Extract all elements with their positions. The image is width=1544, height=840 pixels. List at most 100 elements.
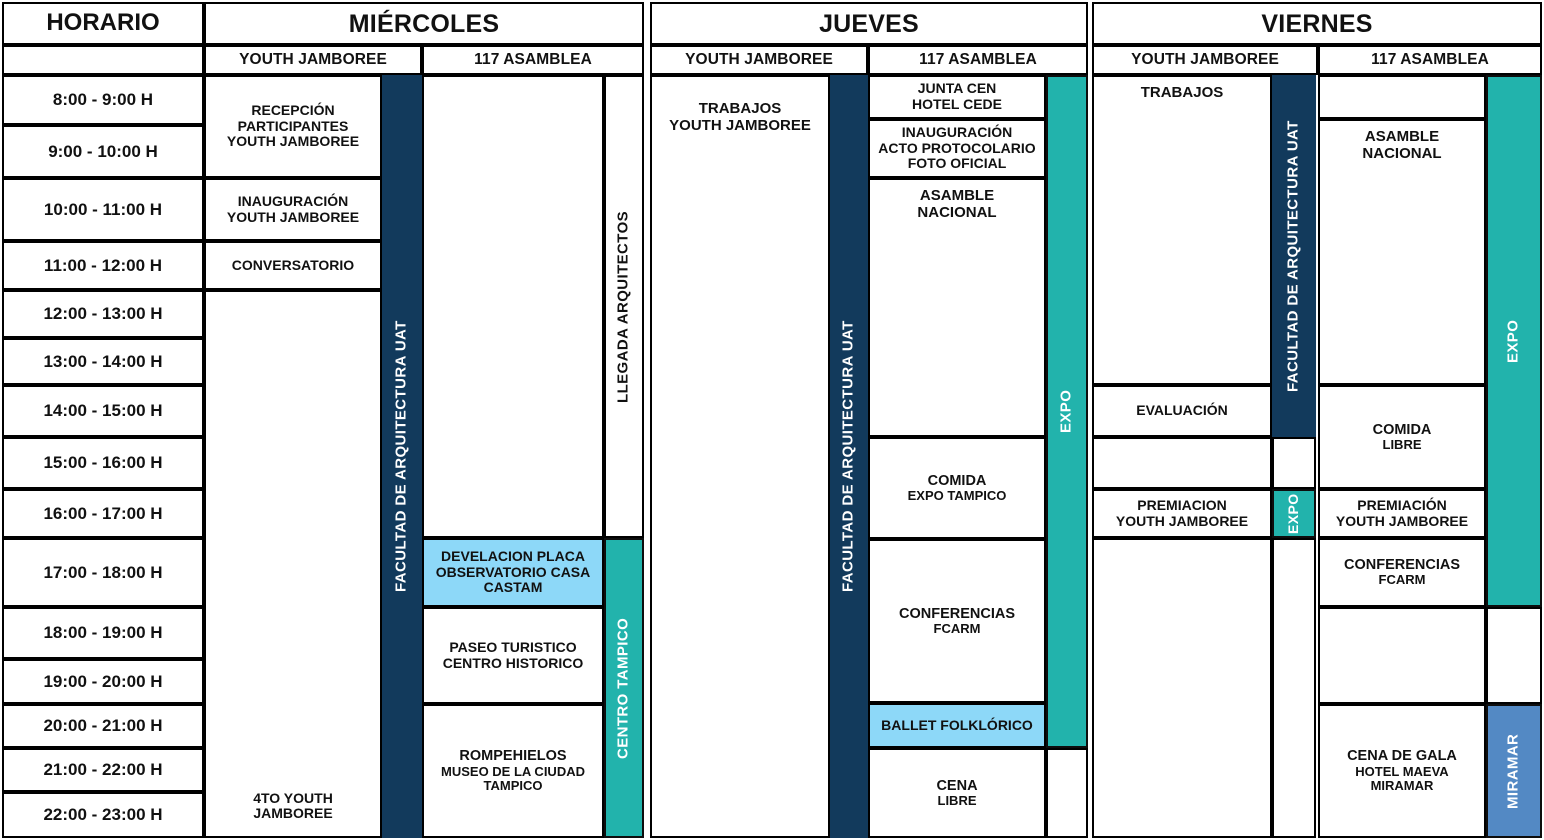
event-jueves-comida-expo-tampico: COMIDA EXPO TAMPICO [868,437,1046,539]
event-line: PASEO TURISTICO [449,638,577,655]
event-line: YOUTH JAMBOREE [669,116,811,134]
band-viernes-facultad-arquitectura-uat: FACULTAD DE ARQUITECTURA UAT [1272,75,1316,437]
viernes-narrow-gap-top [1272,437,1316,489]
time-slot-row: 22:00 - 23:00 H [2,792,204,838]
band-viernes-expo: EXPO [1486,75,1542,607]
event-line: ROMPEHIELOS [459,748,567,765]
header-track-viernes-youth: YOUTH JAMBOREE [1092,45,1318,75]
event-line: CASTAM [483,579,543,596]
event-line: PREMIACIÓN [1357,496,1447,513]
time-slot-row: 13:00 - 14:00 H [2,338,204,385]
header-track-miercoles-asamblea: 117 ASAMBLEA [422,45,644,75]
viernes-right-gap [1486,607,1542,704]
event-line: TAMPICO [483,778,543,794]
band-miercoles-llegada-arquitectos: LLEGADA ARQUITECTOS [604,75,644,538]
event-viernes-premiacion-youth-jamboree: PREMIACION YOUTH JAMBOREE [1092,489,1272,538]
event-miercoles-recepcion: RECEPCIÓN PARTICIPANTES YOUTH JAMBOREE [204,75,382,178]
event-line: YOUTH JAMBOREE [226,133,360,150]
event-viernes-asamble-nacional: ASAMBLE NACIONAL [1318,119,1486,385]
time-slot-row: 16:00 - 17:00 H [2,489,204,538]
event-line: ACTO PROTOCOLARIO [878,139,1036,156]
event-viernes-evaluacion: EVALUACIÓN [1092,385,1272,437]
header-horario: HORARIO [2,2,204,45]
event-viernes-trabajos: TRABAJOS [1092,75,1272,385]
event-line: INAUGURACIÓN [901,123,1013,140]
event-line: NACIONAL [1362,144,1442,162]
event-miercoles-conversatorio: CONVERSATORIO [204,241,382,290]
event-viernes-premiacion-youth-jamboree: PREMIACIÓN YOUTH JAMBOREE [1318,489,1486,538]
event-line: YOUTH JAMBOREE [226,208,360,225]
time-slot-row: 14:00 - 15:00 H [2,385,204,437]
event-line: FCARM [1378,572,1426,588]
event-jueves-inauguracion-acto-protocolario: INAUGURACIÓN ACTO PROTOCOLARIO FOTO OFIC… [868,119,1046,178]
event-jueves-conferencias-fcarm: CONFERENCIAS FCARM [868,539,1046,703]
event-line: PREMIACION [1137,496,1227,513]
band-jueves-expo: EXPO [1046,75,1088,748]
event-line: 4TO YOUTH [253,789,333,806]
band-miercoles-facultad-arquitectura-uat: FACULTAD DE ARQUITECTURA UAT [382,75,422,838]
time-slot-row: 11:00 - 12:00 H [2,241,204,290]
event-line: ASAMBLE [919,187,995,204]
time-slot-row: 18:00 - 19:00 H [2,607,204,659]
event-line: MIRAMAR [1370,778,1434,794]
event-line: OBSERVATORIO CASA [435,563,591,580]
event-miercoles-develacion-placa: DEVELACION PLACA OBSERVATORIO CASA CASTA… [422,538,604,607]
time-slot-row: 9:00 - 10:00 H [2,125,204,178]
event-jueves-ballet-folklorico: BALLET FOLKLÓRICO [868,703,1046,748]
event-miercoles-inauguracion-yj: INAUGURACIÓN YOUTH JAMBOREE [204,178,382,241]
event-line: RECEPCIÓN [251,101,335,118]
event-jueves-trabajos-youth-jamboree: TRABAJOS YOUTH JAMBOREE [650,75,830,838]
header-day-miercoles: MIÉRCOLES [204,2,644,45]
event-jueves-cena-libre: CENA LIBRE [868,748,1046,838]
event-line: CENTRO HISTORICO [442,654,584,671]
header-horario-spacer [2,45,204,75]
event-line: TRABAJOS [698,100,782,117]
event-miercoles-asamblea-empty-morning [422,75,604,538]
event-viernes-conferencias-fcarm: CONFERENCIAS FCARM [1318,538,1486,607]
event-miercoles-rompehielos: ROMPEHIELOS MUSEO DE LA CIUDAD TAMPICO [422,704,604,838]
event-line: LIBRE [1382,436,1422,452]
event-line: INAUGURACIÓN [237,192,349,209]
event-line: HOTEL MAEVA [1355,763,1449,779]
event-viernes-cena-de-gala: CENA DE GALA HOTEL MAEVA MIRAMAR [1318,704,1486,838]
event-line: EXPO TAMPICO [907,487,1007,503]
event-line: FOTO OFICIAL [907,155,1007,172]
event-viernes-comida-libre: COMIDA LIBRE [1318,385,1486,489]
header-track-jueves-asamblea: 117 ASAMBLEA [868,45,1088,75]
event-line: JAMBOREE [253,805,333,822]
event-jueves-asamble-nacional: ASAMBLE NACIONAL [868,178,1046,437]
event-viernes-asamblea-gap-evening [1318,607,1486,704]
event-line: COMIDA [927,472,987,489]
band-viernes-expo-small: EXPO [1272,489,1316,538]
event-line: ASAMBLE [1364,128,1440,145]
event-jueves-junta-cen: JUNTA CEN HOTEL CEDE [868,75,1046,119]
event-line: CONFERENCIAS [1343,557,1460,574]
event-viernes-youth-evening-empty [1092,538,1272,838]
event-miercoles-paseo-turistico: PASEO TURISTICO CENTRO HISTORICO [422,607,604,704]
time-slot-row: 15:00 - 16:00 H [2,437,204,489]
event-line: LIBRE [937,792,977,808]
event-viernes-youth-gap [1092,437,1272,489]
event-line: PARTICIPANTES [237,117,349,134]
event-line: FCARM [933,620,981,636]
event-line: CENA [936,777,978,794]
time-slot-row: 21:00 - 22:00 H [2,748,204,792]
event-line: JUNTA CEN [917,80,997,97]
viernes-narrow-gap-bottom [1272,538,1316,838]
event-line: CONFERENCIAS [898,605,1015,622]
time-slot-row: 19:00 - 20:00 H [2,659,204,704]
event-line: NACIONAL [917,203,997,221]
event-line: YOUTH JAMBOREE [1115,512,1249,529]
event-line: HOTEL CEDE [912,96,1002,112]
header-track-viernes-asamblea: 117 ASAMBLEA [1318,45,1542,75]
band-miercoles-centro-tampico: CENTRO TAMPICO [604,538,644,838]
event-line: CENA DE GALA [1347,748,1457,765]
event-line: YOUTH JAMBOREE [1335,512,1469,529]
header-track-jueves-youth: YOUTH JAMBOREE [650,45,868,75]
header-day-viernes: VIERNES [1092,2,1542,45]
jueves-expo-column-empty-tail [1046,748,1088,838]
event-miercoles-4to-youth-jamboree: 4TO YOUTH JAMBOREE [204,290,382,838]
event-line: DEVELACION PLACA [441,547,585,564]
event-viernes-asamblea-empty-early [1318,75,1486,119]
